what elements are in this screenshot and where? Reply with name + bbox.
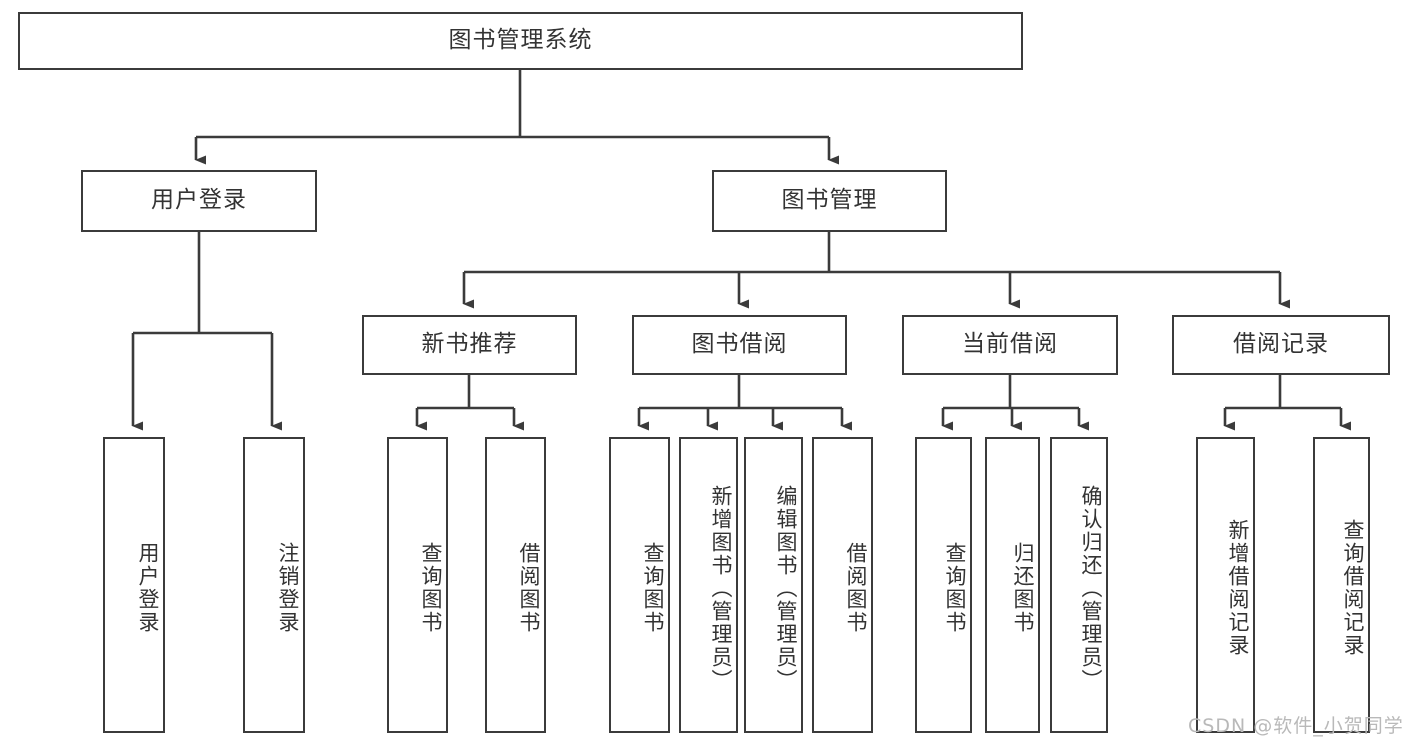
node-label: 确认归还（管理员） — [1079, 484, 1103, 692]
node-label: 查询借阅记录 — [1341, 519, 1365, 657]
node-label: 图书管理 — [781, 187, 878, 214]
node-label: 用户登录 — [151, 187, 247, 214]
leaf-current-query-book[interactable]: 查询图书 — [915, 437, 972, 733]
node-label: 新增图书（管理员） — [709, 484, 733, 692]
node-borrow-records[interactable]: 借阅记录 — [1172, 315, 1390, 375]
node-label: 图书管理系统 — [448, 27, 593, 54]
node-root-book-management-system[interactable]: 图书管理系统 — [18, 12, 1023, 70]
node-label: 图书借阅 — [691, 331, 788, 358]
node-user-login[interactable]: 用户登录 — [81, 170, 317, 232]
node-label: 借阅图书 — [517, 542, 541, 634]
node-new-book-recommend[interactable]: 新书推荐 — [362, 315, 577, 375]
node-label: 注销登录 — [276, 542, 300, 634]
leaf-current-return-book[interactable]: 归还图书 — [985, 437, 1040, 733]
node-book-borrow[interactable]: 图书借阅 — [632, 315, 847, 375]
node-label: 借阅图书 — [844, 542, 868, 634]
leaf-recommend-borrow-book[interactable]: 借阅图书 — [485, 437, 546, 733]
leaf-borrow-add-book-admin[interactable]: 新增图书（管理员） — [679, 437, 738, 733]
node-label: 新书推荐 — [421, 331, 518, 358]
node-label: 查询图书 — [641, 542, 665, 634]
leaf-recommend-query-book[interactable]: 查询图书 — [387, 437, 448, 733]
node-label: 查询图书 — [419, 542, 443, 634]
leaf-borrow-query-book[interactable]: 查询图书 — [609, 437, 670, 733]
node-label: 查询图书 — [943, 542, 967, 634]
node-label: 编辑图书（管理员） — [774, 484, 798, 692]
leaf-user-login-logout[interactable]: 注销登录 — [243, 437, 305, 733]
node-label: 当前借阅 — [962, 331, 1058, 358]
leaf-records-query-record[interactable]: 查询借阅记录 — [1313, 437, 1370, 733]
node-current-borrow[interactable]: 当前借阅 — [902, 315, 1118, 375]
leaf-borrow-edit-book-admin[interactable]: 编辑图书（管理员） — [744, 437, 803, 733]
node-label: 借阅记录 — [1233, 331, 1329, 358]
node-label: 新增借阅记录 — [1226, 519, 1250, 657]
node-label: 归还图书 — [1011, 542, 1035, 634]
node-label: 用户登录 — [136, 542, 160, 634]
leaf-borrow-borrow-book[interactable]: 借阅图书 — [812, 437, 873, 733]
node-book-management[interactable]: 图书管理 — [712, 170, 947, 232]
leaf-records-add-record[interactable]: 新增借阅记录 — [1196, 437, 1255, 733]
leaf-user-login-login[interactable]: 用户登录 — [103, 437, 165, 733]
watermark: CSDN @软件_小贺同学 — [1188, 715, 1404, 737]
leaf-current-confirm-return-admin[interactable]: 确认归还（管理员） — [1050, 437, 1108, 733]
